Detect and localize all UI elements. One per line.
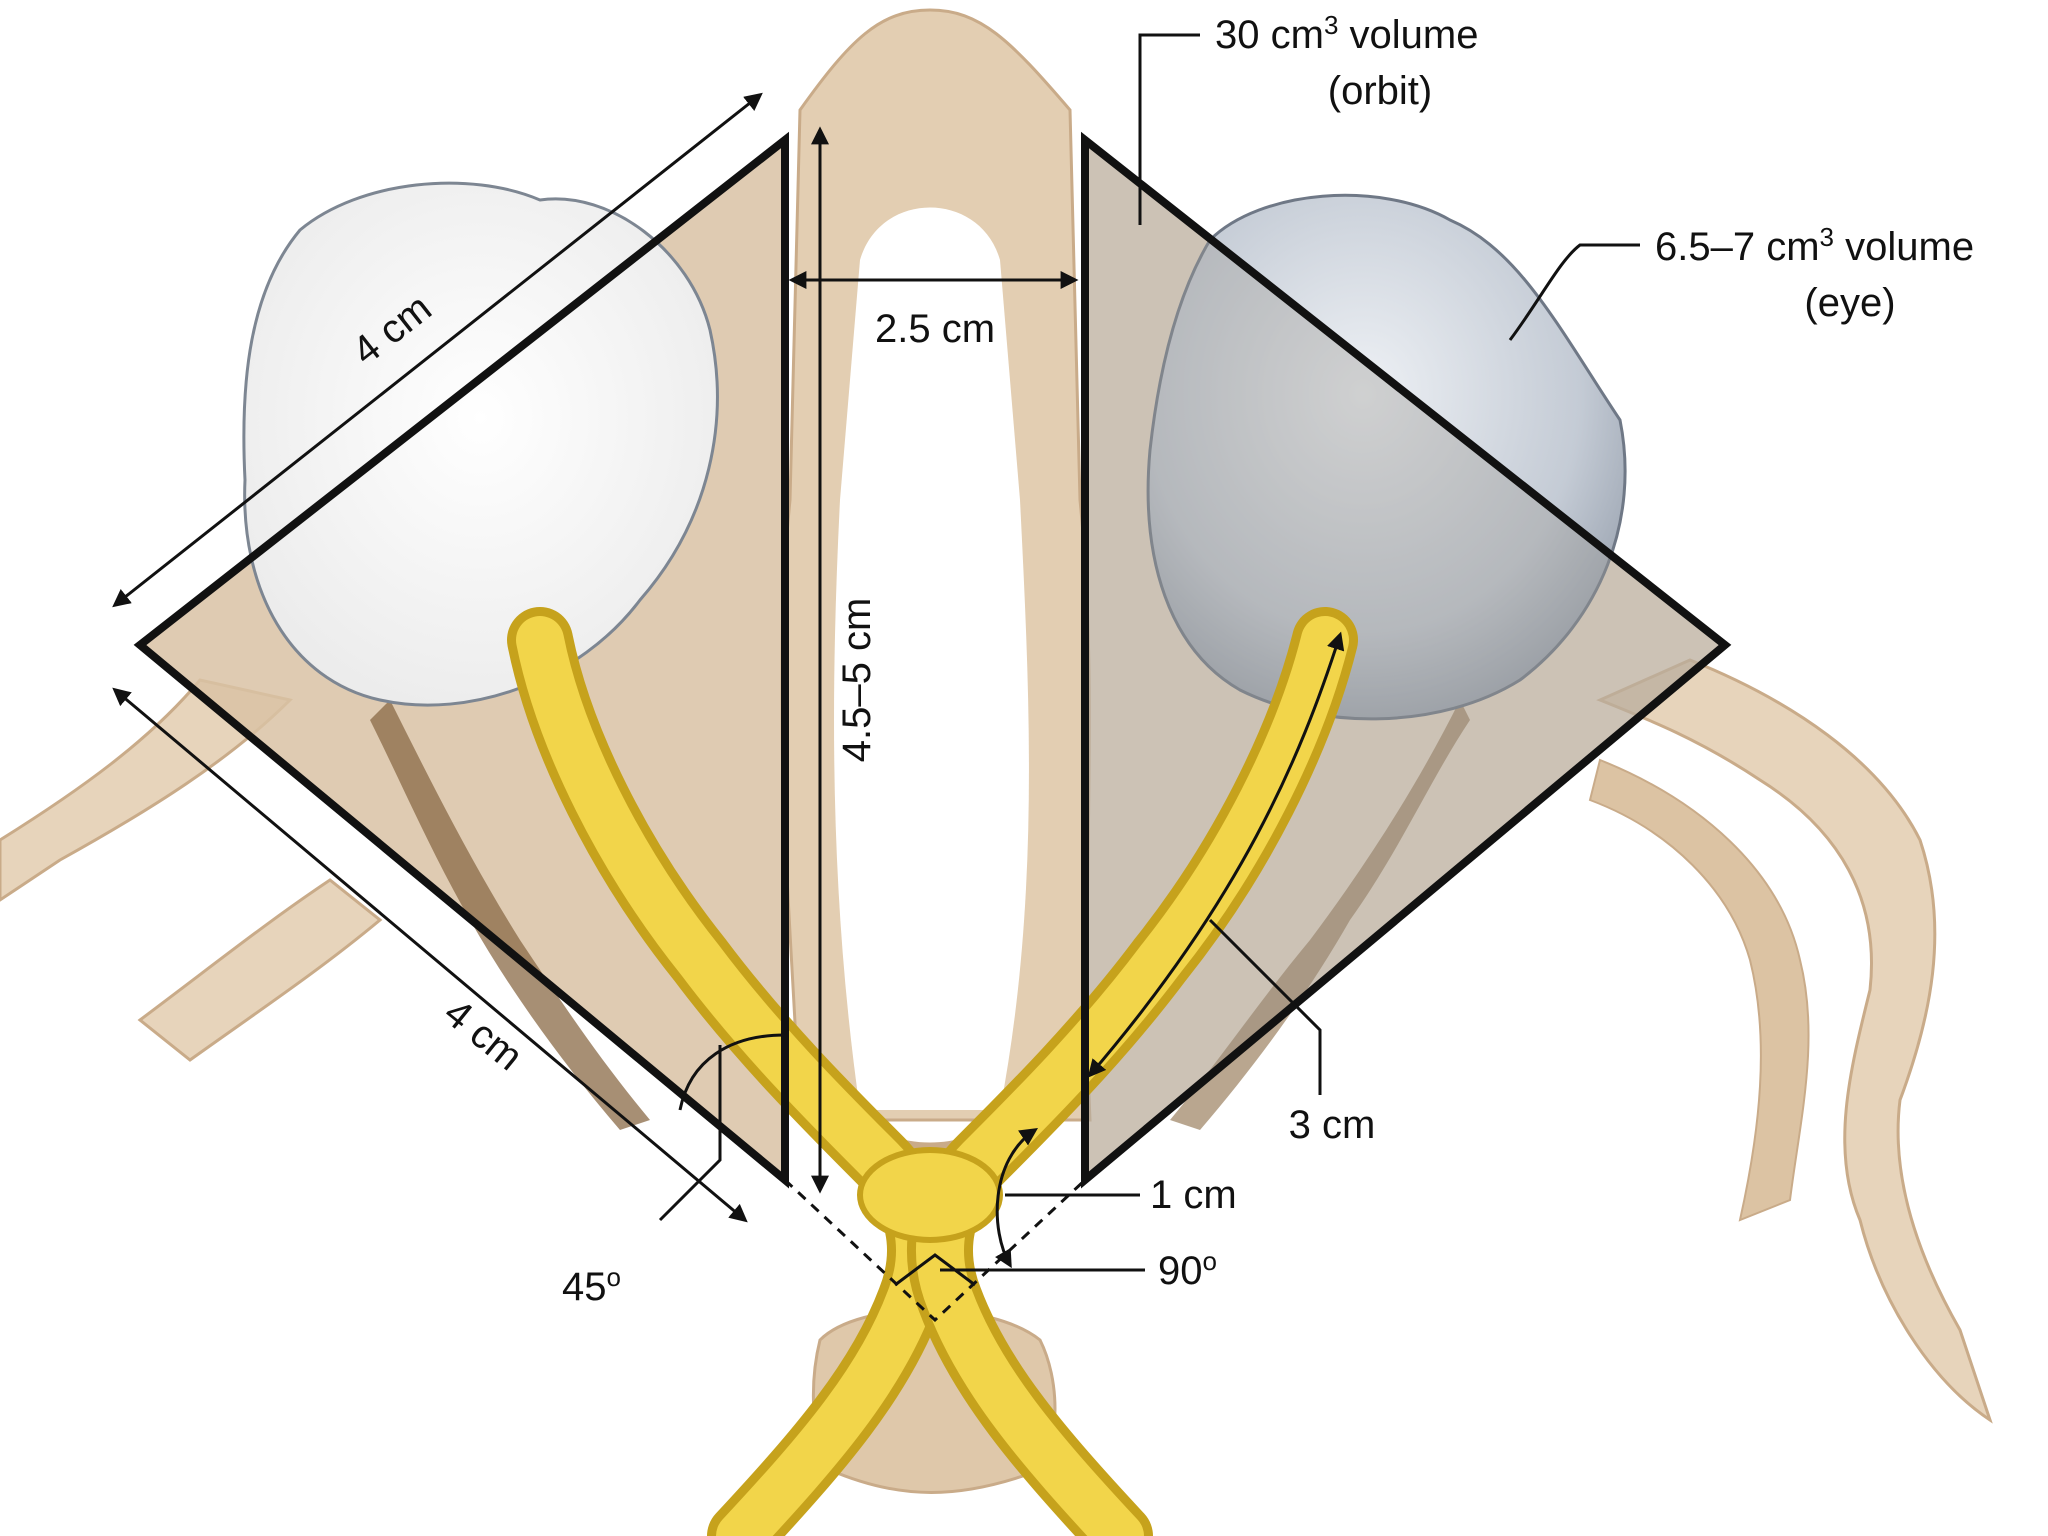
angle-45-label: 45o xyxy=(562,1262,621,1309)
canal-length-arrow xyxy=(995,1127,1038,1269)
optic-nerve-length-arrow xyxy=(1087,631,1345,1078)
left-lower-bone xyxy=(137,878,383,1062)
nerve-length-leader xyxy=(1208,918,1322,1095)
angle-45-leader xyxy=(658,1045,722,1222)
eye-volume-label: 6.5–7 cm3 volume xyxy=(1655,222,1974,269)
orbit-volume-leader xyxy=(1138,33,1200,225)
skull-bone xyxy=(0,8,1993,1494)
right-eyeball xyxy=(1146,193,1627,721)
orbit-depth-label: 4.5–5 cm xyxy=(835,598,879,763)
right-angle-marker xyxy=(894,1253,976,1287)
interorbital-width-label: 2.5 cm xyxy=(875,307,995,351)
angle-45-arc xyxy=(678,1033,786,1111)
orbit-volume-label: 30 cm3 volume xyxy=(1215,10,1478,57)
apex-dashed-lines xyxy=(783,1178,1087,1323)
orbit-side-top-arrow xyxy=(112,92,763,608)
right-inner-bone xyxy=(1588,758,1810,1222)
right-lateral-bone xyxy=(1596,658,1993,1424)
optic-nerve-length-label: 3 cm xyxy=(1289,1103,1376,1147)
canal-length-label: 1 cm xyxy=(1150,1173,1237,1217)
right-orbit-outline xyxy=(1081,131,1732,1189)
orbit-side-bottom-label: 4 cm xyxy=(436,991,531,1080)
eye-name-label: (eye) xyxy=(1804,281,1895,325)
orbit-name-label: (orbit) xyxy=(1328,69,1432,113)
optic-chiasm xyxy=(857,1147,1003,1243)
right-angle-label: 90o xyxy=(1158,1246,1217,1293)
interorbital-space xyxy=(834,207,1029,1110)
eye-volume-leader xyxy=(1508,243,1640,341)
orbit-side-bottom-arrow xyxy=(112,687,748,1223)
